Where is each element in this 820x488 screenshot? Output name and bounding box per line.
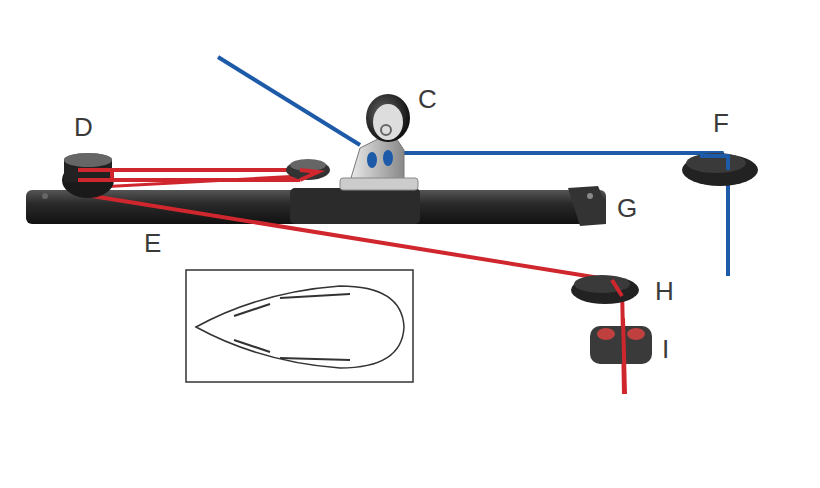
car-base: [290, 188, 420, 224]
callout-letter: C: [418, 86, 437, 112]
cam-cleat-i: [590, 326, 652, 364]
cleat-h: [571, 276, 639, 304]
inset-frame: [186, 270, 413, 382]
callout-letter: H: [655, 278, 674, 304]
callout-letter: E: [144, 230, 161, 256]
cleat-f: [682, 154, 758, 186]
control-line: [80, 194, 612, 280]
callout-letter: G: [617, 195, 637, 221]
end-stop: [568, 186, 606, 226]
sheave: [366, 94, 410, 142]
mainsheet: [400, 153, 728, 276]
hull-outline: [196, 286, 404, 368]
mainsheet: [218, 57, 360, 145]
callout-letter: I: [662, 336, 669, 362]
callout-letter: F: [713, 110, 729, 136]
callout-letter: D: [74, 114, 93, 140]
car-block: [286, 160, 330, 180]
